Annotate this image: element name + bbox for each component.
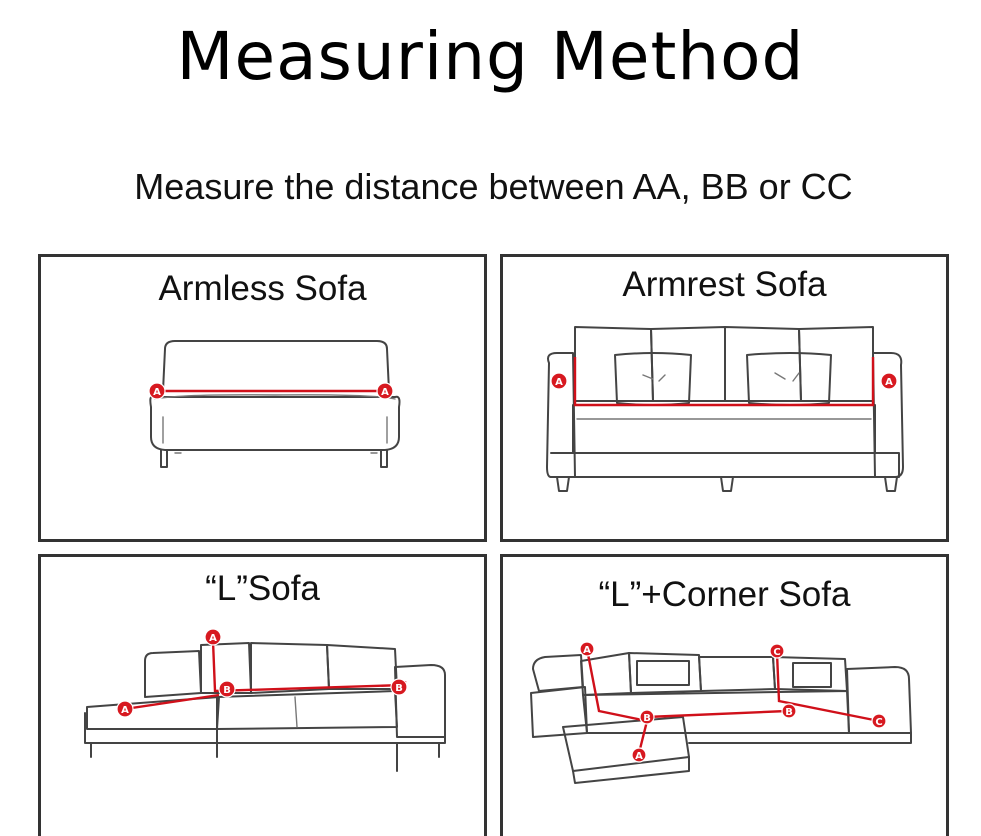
- svg-text:B: B: [643, 713, 651, 724]
- marker-a-left: A: [550, 372, 568, 390]
- l-corner-sofa-illustration: A A B B C C: [530, 641, 912, 784]
- marker-c-top: C: [769, 643, 785, 659]
- marker-b-right: B: [781, 703, 797, 719]
- marker-a-left: A: [148, 382, 166, 400]
- svg-text:A: A: [121, 705, 129, 716]
- armless-sofa-illustration: A A: [148, 340, 401, 468]
- marker-a-top: A: [204, 628, 222, 646]
- svg-text:A: A: [555, 377, 563, 388]
- panel-title-armless: Armless Sofa: [158, 269, 367, 308]
- panel-title-l-corner: “L”+Corner Sofa: [598, 575, 851, 614]
- instruction-text: Measure the distance between AA, BB or C…: [134, 166, 853, 207]
- page-title: Measuring Method: [176, 18, 805, 95]
- svg-text:B: B: [785, 707, 793, 718]
- panel-l-corner-sofa: “L”+Corner Sofa A A: [500, 554, 949, 836]
- measure-line-a-chaise: [124, 693, 220, 711]
- measure-line-aa: [573, 357, 875, 407]
- armrest-sofa-illustration: A A: [546, 326, 904, 492]
- svg-text:B: B: [395, 683, 403, 694]
- marker-b-left: B: [218, 680, 236, 698]
- marker-a-right: A: [376, 382, 394, 400]
- svg-text:A: A: [583, 645, 591, 656]
- svg-text:C: C: [773, 647, 780, 658]
- marker-a-right: A: [880, 372, 898, 390]
- panel-title-l-sofa: “L”Sofa: [205, 569, 320, 608]
- panel-l-sofa: “L”Sofa A A B B: [38, 554, 487, 836]
- marker-c-right: C: [871, 713, 887, 729]
- svg-text:A: A: [885, 377, 893, 388]
- panel-title-armrest: Armrest Sofa: [622, 265, 827, 304]
- marker-a-chaise: A: [116, 700, 134, 718]
- marker-b-left: B: [639, 709, 655, 725]
- measure-line-aa: [585, 648, 649, 754]
- measure-line-cc: [775, 652, 880, 723]
- marker-a-bottom: A: [631, 747, 647, 763]
- svg-text:A: A: [381, 387, 389, 398]
- marker-b-right: B: [390, 678, 408, 696]
- panel-armrest-sofa: Armrest Sofa A A: [500, 254, 949, 542]
- svg-text:A: A: [209, 633, 217, 644]
- l-sofa-illustration: A A B B: [84, 628, 446, 772]
- svg-text:A: A: [153, 387, 161, 398]
- svg-text:B: B: [223, 685, 231, 696]
- marker-a-top: A: [579, 641, 595, 657]
- svg-text:A: A: [635, 751, 643, 762]
- measure-line-bb: [646, 709, 788, 719]
- panel-armless-sofa: Armless Sofa A A: [38, 254, 487, 542]
- svg-text:C: C: [875, 717, 882, 728]
